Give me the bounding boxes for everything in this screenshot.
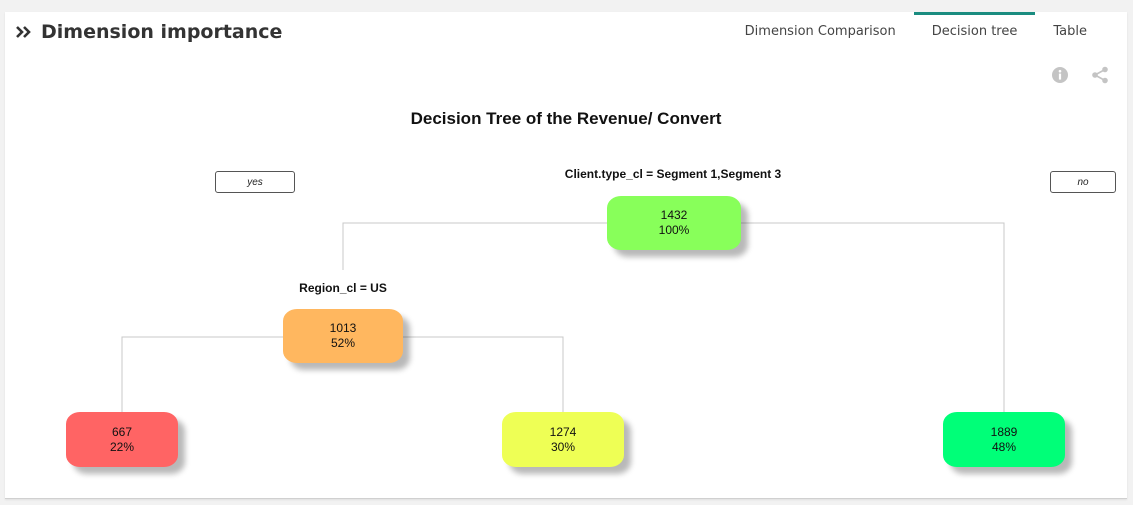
node-percent: 52% [330, 336, 356, 350]
node-percent: 30% [550, 439, 576, 454]
tab-table[interactable]: Table [1053, 24, 1087, 39]
node-value: 1274 [549, 424, 577, 439]
tree-node-n2[interactable]: 667 22% [66, 412, 178, 467]
decision-tree-chart: Decision Tree of the Revenue/ Convert ye… [5, 12, 1127, 498]
tab-dimension-comparison[interactable]: Dimension Comparison [744, 24, 896, 39]
connector-root-right [740, 222, 1005, 414]
node-value: 1889 [990, 424, 1018, 439]
tree-node-n4[interactable]: 1889 48% [943, 412, 1065, 467]
connector-n1-right [403, 336, 564, 414]
info-icon[interactable] [1051, 66, 1069, 84]
panel-title: Dimension importance [41, 21, 283, 43]
split-label-root: Client.type_cl = Segment 1,Segment 3 [564, 167, 782, 181]
tab-decision-tree[interactable]: Decision tree [913, 12, 1036, 50]
connector-n1-left [121, 336, 285, 412]
node-percent: 100% [658, 223, 690, 237]
node-value: 667 [111, 424, 133, 439]
toolbar [1051, 66, 1109, 84]
dimension-importance-panel: Dimension importance Dimension Compariso… [5, 12, 1127, 499]
view-tabs: Dimension Comparison Decision tree Table [727, 12, 1105, 50]
double-chevron-right-icon[interactable] [15, 24, 33, 40]
branch-label-no: no [1050, 171, 1116, 193]
chart-title: Decision Tree of the Revenue/ Convert [410, 109, 722, 128]
node-percent: 22% [109, 439, 135, 454]
tree-node-n3[interactable]: 1274 30% [502, 412, 624, 467]
node-value: 1432 [660, 208, 688, 222]
node-percent: 48% [991, 439, 1017, 454]
node-value: 1013 [329, 321, 357, 335]
panel-header: Dimension importance [15, 21, 282, 43]
branch-label-yes: yes [215, 171, 295, 193]
split-label-n1: Region_cl = US [299, 281, 387, 295]
tree-connectors [121, 222, 1005, 414]
tree-node-n1[interactable]: 1013 52% [283, 309, 403, 363]
tree-node-root[interactable]: 1432 100% [607, 196, 741, 250]
share-icon[interactable] [1091, 66, 1109, 84]
connector-root-left [342, 222, 610, 270]
